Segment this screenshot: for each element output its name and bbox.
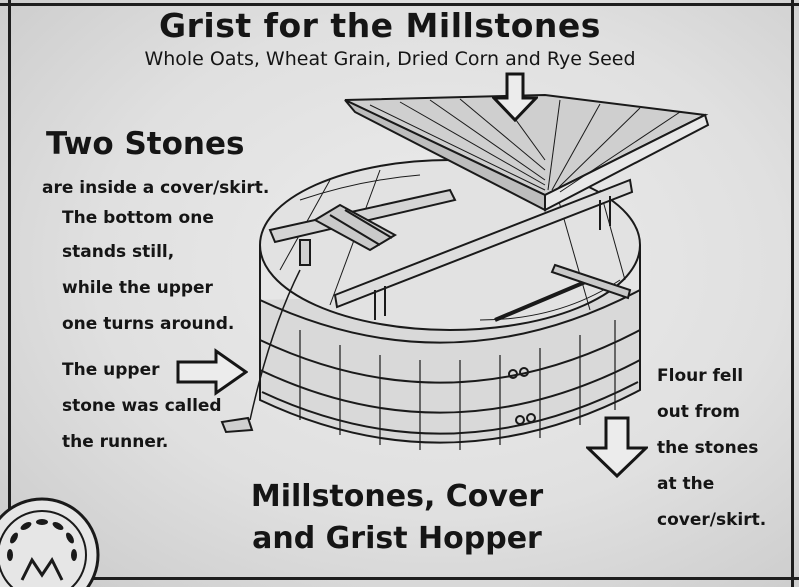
right-arrow-icon <box>176 348 248 396</box>
down-arrow-icon <box>586 416 648 478</box>
down-arrow-icon <box>492 72 538 122</box>
decorative-seal-emblem <box>0 470 107 587</box>
